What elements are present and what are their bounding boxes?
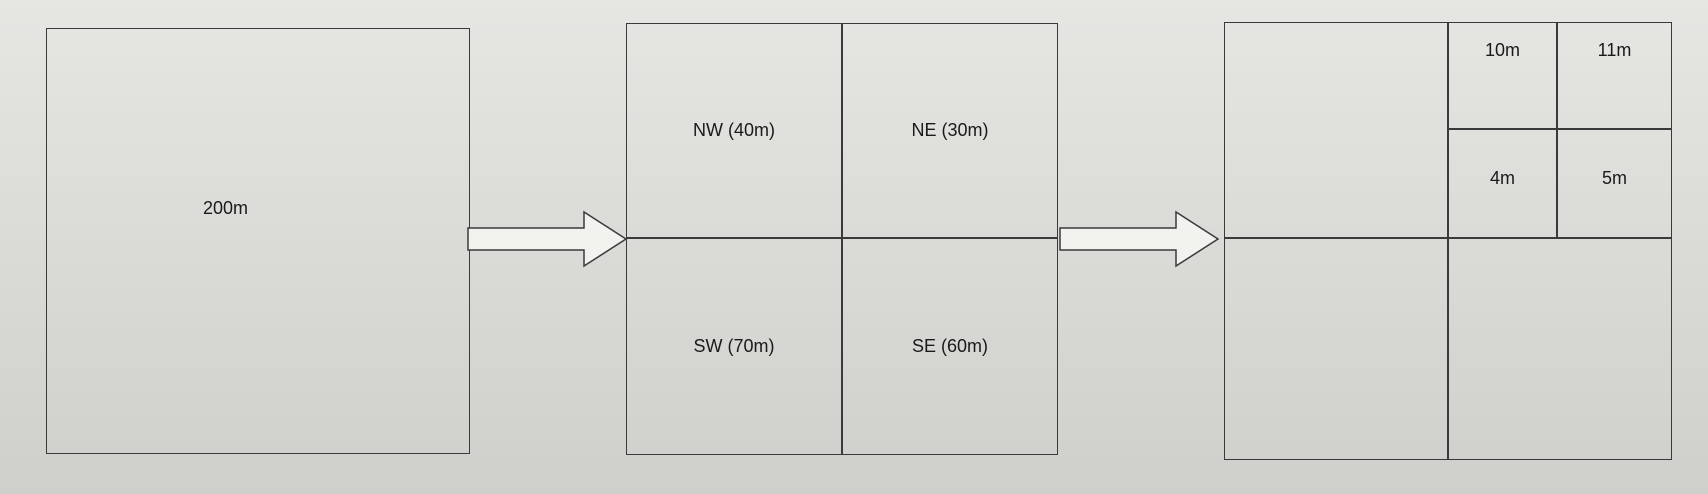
arrow-right-icon (1059, 210, 1220, 268)
horizontal-divider (1225, 237, 1671, 239)
quadrant-se: SE (60m) (911, 336, 989, 356)
vertical-divider (841, 24, 843, 454)
quadrant-nw: NW (40m) (693, 120, 775, 140)
sub-quadrant-se: 5m (1601, 168, 1627, 188)
quadrant-sw: SW (70m) (693, 336, 775, 356)
quadrant-square: NW (40m) NE (30m) SW (70m) SE (60m) (626, 23, 1058, 455)
sub-horizontal-divider (1447, 128, 1671, 130)
horizontal-divider (627, 237, 1057, 239)
subdivided-square: 10m 11m 4m 5m (1224, 22, 1672, 460)
sub-quadrant-sw: 4m (1489, 168, 1515, 188)
arrow-right-icon (467, 210, 628, 268)
vertical-divider (1447, 23, 1449, 459)
sub-quadrant-ne: 11m (1597, 40, 1632, 60)
sub-quadrant-nw: 10m (1484, 40, 1520, 60)
root-label: 200m (202, 198, 249, 218)
root-square: 200m (46, 28, 470, 454)
sub-vertical-divider (1556, 23, 1558, 237)
quadrant-ne: NE (30m) (911, 120, 989, 140)
